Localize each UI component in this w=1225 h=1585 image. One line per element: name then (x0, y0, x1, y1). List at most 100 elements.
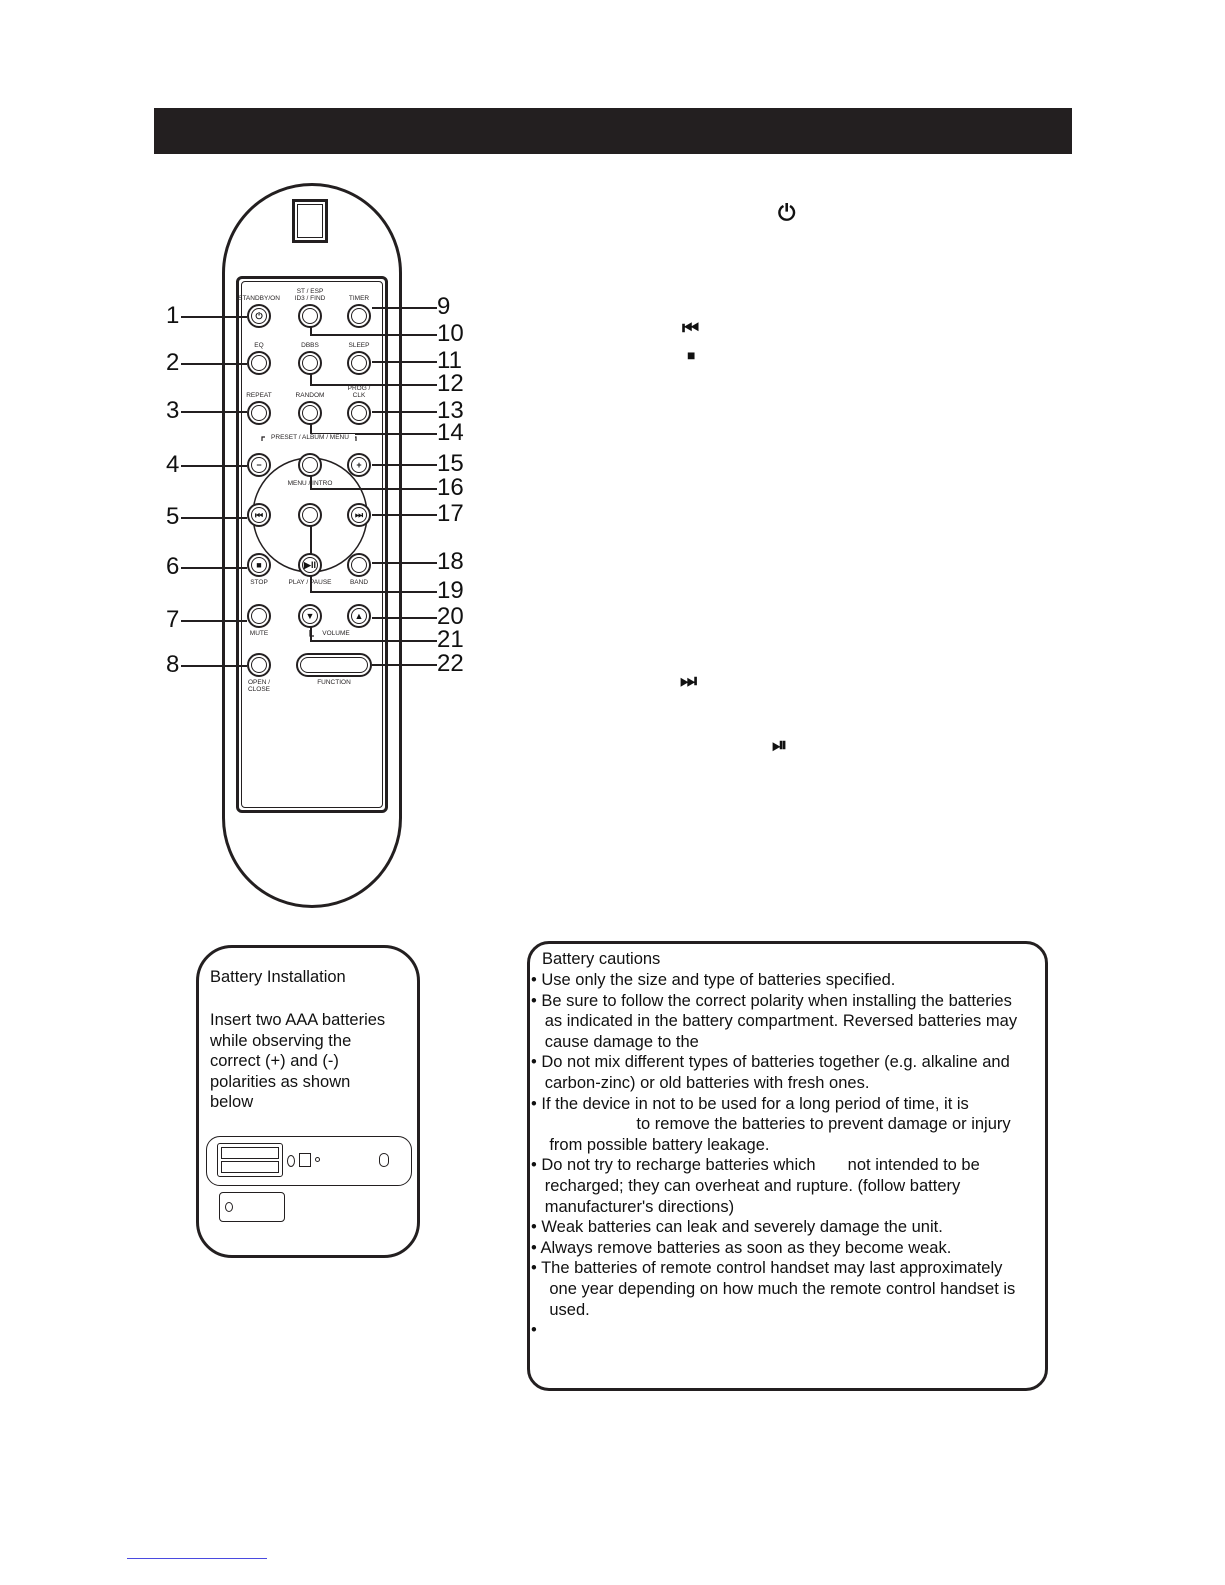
remote-button-label: PLAY / PAUSE (288, 579, 332, 586)
preset-group-label: PRESET / ALBUM / MENU (265, 434, 355, 441)
remote-button-23[interactable] (296, 653, 372, 677)
caution-line: cause damage to the (531, 1032, 699, 1051)
screw-hole (315, 1157, 320, 1162)
callout-number: 9 (437, 293, 451, 320)
remote-button-21[interactable]: ▲ (347, 604, 371, 628)
callout-leader-line (372, 361, 437, 363)
remote-button-19[interactable] (247, 604, 271, 628)
cover-notch (225, 1202, 233, 1212)
remote-button-18[interactable] (347, 553, 371, 577)
power-icon: ⏻ (778, 200, 796, 225)
callout-leader-line (310, 640, 437, 642)
remote-button-label: MUTE (249, 630, 269, 637)
remote-button-label: STANDBY/ON (238, 295, 280, 302)
remote-button-7[interactable] (247, 401, 271, 425)
remote-button-1[interactable]: ⏻ (247, 304, 271, 328)
compartment-latch (287, 1155, 295, 1167)
remote-button-2[interactable] (298, 304, 322, 328)
caution-line: carbon-zinc) or old batteries with fresh… (531, 1074, 870, 1092)
remote-button-4[interactable] (247, 351, 271, 375)
remote-button-label: MENU / INTRO (287, 480, 333, 487)
caution-line: • Always remove batteries as soon as the… (531, 1238, 952, 1257)
remote-keypad-panel (236, 276, 388, 813)
button-glyph-icon: + (356, 459, 362, 470)
callout-number: 7 (166, 606, 180, 633)
caution-line: • If the device in not to be used for a … (531, 1094, 969, 1113)
callout-leader-line (372, 617, 437, 619)
callout-leader-line (372, 307, 437, 309)
remote-button-13[interactable]: ⏮ (247, 503, 271, 527)
remote-button-8[interactable] (298, 401, 322, 425)
callout-number: 19 (437, 577, 464, 604)
callout-leader-line (372, 464, 437, 466)
callout-number: 11 (437, 347, 462, 374)
caution-line: • Do not try to recharge batteries which… (531, 1156, 980, 1175)
remote-button-10[interactable]: − (247, 453, 271, 477)
remote-button-16[interactable]: ■ (247, 553, 271, 577)
remote-button-12[interactable]: + (347, 453, 371, 477)
caution-line: to remove the batteries to prevent damag… (531, 1115, 1011, 1134)
section-header-bar (154, 108, 1072, 154)
callout-number: 8 (166, 651, 180, 678)
callout-number: 1 (166, 302, 180, 329)
caution-line: • (531, 1321, 537, 1340)
volume-group-label: VOLUME (314, 630, 358, 637)
button-glyph-icon: ▲ (354, 610, 364, 621)
ir-window (292, 199, 328, 243)
remote-button-3[interactable] (347, 304, 371, 328)
play-pause-icon: ⏯ (772, 735, 788, 756)
battery-cautions-title: Battery cautions (542, 950, 661, 968)
callout-number: 13 (437, 397, 464, 424)
remote-button-5[interactable] (298, 351, 322, 375)
callout-leader-line (310, 433, 437, 435)
callout-leader-line (372, 664, 437, 666)
caution-line: • Weak batteries can leak and severely d… (531, 1218, 943, 1237)
callout-leader-line (181, 567, 247, 569)
remote-button-20[interactable]: ▼ (298, 604, 322, 628)
previous-icon: ⏮ (682, 318, 700, 339)
button-glyph-icon: − (256, 459, 262, 470)
callout-number: 21 (437, 626, 464, 653)
button-glyph-icon: ■ (256, 559, 262, 570)
battery-cautions-box (527, 941, 1048, 1391)
remote-button-11[interactable] (298, 453, 322, 477)
remote-button-label: EQ (254, 342, 264, 349)
callout-leader-line (310, 334, 437, 336)
remote-button-label: BAND (349, 579, 369, 586)
callout-number: 14 (437, 419, 464, 446)
remote-button-label: STOP (250, 579, 268, 586)
button-glyph-icon: ⏭ (354, 509, 364, 520)
compartment-tab (299, 1153, 311, 1167)
callout-leader-line (372, 562, 437, 564)
remote-control-body (222, 183, 402, 908)
battery-installation-box (196, 945, 420, 1258)
remote-button-14[interactable] (298, 503, 322, 527)
caution-line: as indicated in the battery compartment.… (531, 1012, 1018, 1031)
rear-slot (379, 1153, 389, 1167)
callout-number: 18 (437, 548, 464, 575)
remote-button-label: REPEAT (246, 392, 272, 399)
callout-number: 12 (437, 370, 464, 397)
callout-leader-line (310, 616, 312, 640)
callout-number: 17 (437, 500, 464, 527)
button-glyph-icon: ⏻ (255, 310, 263, 321)
remote-button-9[interactable] (347, 401, 371, 425)
caution-line: manufacturer's directions) (531, 1197, 735, 1216)
callout-number: 4 (166, 451, 180, 478)
remote-button-22[interactable] (247, 653, 271, 677)
battery-compartment-illustration (206, 1136, 412, 1186)
callout-leader-line (181, 620, 247, 622)
callout-leader-line (181, 316, 247, 318)
callout-number: 16 (437, 474, 464, 501)
callout-number: 22 (437, 650, 464, 677)
caution-line: • Be sure to follow the correct polarity… (531, 991, 1012, 1010)
button-glyph-icon: ▶II (304, 559, 316, 570)
callout-leader-line (310, 384, 437, 386)
remote-button-17[interactable]: ▶II (298, 553, 322, 577)
remote-button-6[interactable] (347, 351, 371, 375)
remote-button-label: FUNCTION (317, 679, 351, 686)
remote-button-15[interactable]: ⏭ (347, 503, 371, 527)
battery-installation-body: Insert two AAA batteries while observing… (210, 1011, 386, 1112)
stop-icon: ■ (687, 347, 696, 363)
